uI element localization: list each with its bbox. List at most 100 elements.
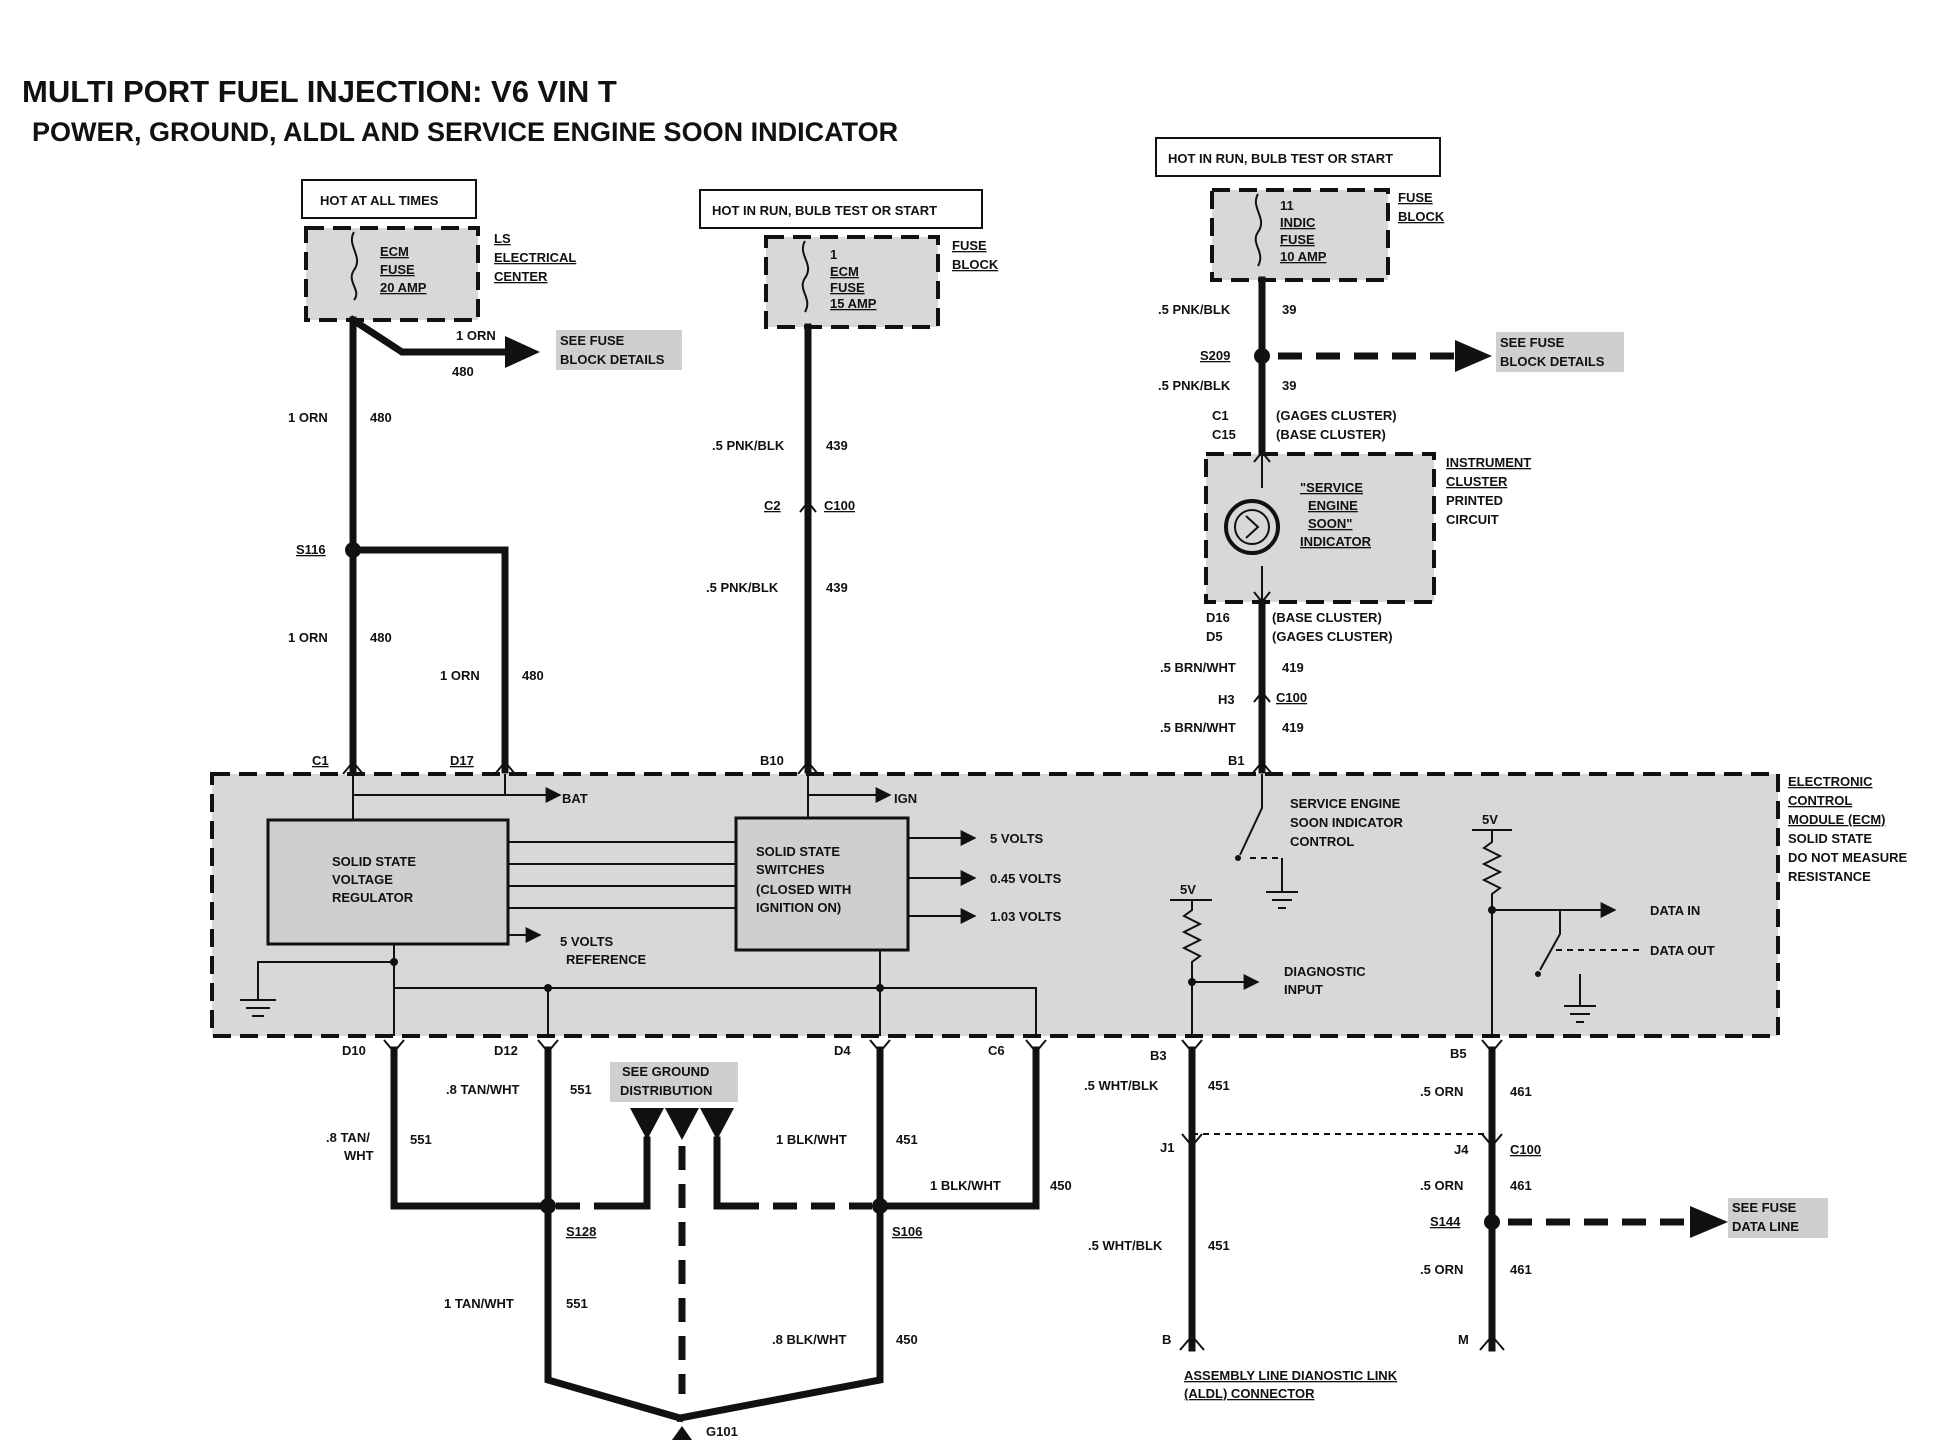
svg-text:H3: H3	[1218, 692, 1235, 707]
svg-text:G101: G101	[706, 1424, 738, 1439]
svg-text:S116: S116	[296, 542, 326, 557]
svg-text:551: 551	[566, 1296, 588, 1311]
svg-text:480: 480	[370, 630, 392, 645]
label-hot-all-times: HOT AT ALL TIMES	[320, 193, 439, 208]
svg-text:419: 419	[1282, 720, 1304, 735]
svg-text:.8 TAN/: .8 TAN/	[326, 1130, 370, 1145]
svg-text:REFERENCE: REFERENCE	[566, 952, 647, 967]
diagram-subtitle: POWER, GROUND, ALDL AND SERVICE ENGINE S…	[32, 117, 898, 147]
voltage-regulator	[266, 818, 510, 946]
svg-text:SOLID STATE: SOLID STATE	[756, 844, 840, 859]
svg-text:SWITCHES: SWITCHES	[756, 862, 825, 877]
aldl-connector-label: ASSEMBLY LINE DIANOSTIC LINK	[1184, 1368, 1398, 1383]
svg-text:461: 461	[1510, 1178, 1532, 1193]
svg-text:S209: S209	[1200, 348, 1230, 363]
svg-text:.8 BLK/WHT: .8 BLK/WHT	[772, 1332, 846, 1347]
svg-text:REGULATOR: REGULATOR	[332, 890, 414, 905]
svg-text:J4: J4	[1454, 1142, 1469, 1157]
svg-text:461: 461	[1510, 1084, 1532, 1099]
svg-text:15 AMP: 15 AMP	[830, 296, 877, 311]
svg-text:.5 PNK/BLK: .5 PNK/BLK	[1158, 302, 1231, 317]
svg-text:DATA LINE: DATA LINE	[1732, 1219, 1799, 1234]
svg-text:S128: S128	[566, 1224, 596, 1239]
svg-text:CONTROL: CONTROL	[1788, 793, 1852, 808]
svg-text:.5 BRN/WHT: .5 BRN/WHT	[1160, 660, 1236, 675]
svg-text:419: 419	[1282, 660, 1304, 675]
svg-text:(GAGES CLUSTER): (GAGES CLUSTER)	[1276, 408, 1397, 423]
svg-text:CLUSTER: CLUSTER	[1446, 474, 1508, 489]
svg-text:SOON": SOON"	[1308, 516, 1352, 531]
svg-text:D16: D16	[1206, 610, 1230, 625]
svg-text:480: 480	[370, 410, 392, 425]
svg-text:B5: B5	[1450, 1046, 1467, 1061]
svg-text:B1: B1	[1228, 753, 1245, 768]
svg-text:D5: D5	[1206, 629, 1223, 644]
svg-text:ECM: ECM	[830, 264, 859, 279]
svg-text:.5 ORN: .5 ORN	[1420, 1262, 1463, 1277]
svg-text:10 AMP: 10 AMP	[1280, 249, 1327, 264]
svg-text:ECM: ECM	[380, 244, 409, 259]
svg-text:C2: C2	[764, 498, 781, 513]
svg-text:1 ORN: 1 ORN	[440, 668, 480, 683]
svg-text:450: 450	[896, 1332, 918, 1347]
svg-text:SOON INDICATOR: SOON INDICATOR	[1290, 815, 1404, 830]
svg-text:DATA OUT: DATA OUT	[1650, 943, 1715, 958]
svg-text:BLOCK: BLOCK	[952, 257, 999, 272]
splice-s128	[540, 1198, 556, 1214]
svg-text:5V: 5V	[1482, 812, 1498, 827]
svg-text:39: 39	[1282, 378, 1296, 393]
ecm-fuse-15amp: 1 ECM FUSE 15 AMP	[764, 235, 940, 329]
svg-text:BLOCK DETAILS: BLOCK DETAILS	[560, 352, 665, 367]
svg-text:ENGINE: ENGINE	[1308, 498, 1358, 513]
svg-text:D17: D17	[450, 753, 474, 768]
svg-text:480: 480	[522, 668, 544, 683]
svg-text:0.45 VOLTS: 0.45 VOLTS	[990, 871, 1062, 886]
svg-text:11: 11	[1280, 198, 1294, 213]
svg-text:BAT: BAT	[562, 791, 588, 806]
svg-text:C100: C100	[1510, 1142, 1541, 1157]
svg-text:5 VOLTS: 5 VOLTS	[990, 831, 1044, 846]
svg-text:(BASE CLUSTER): (BASE CLUSTER)	[1272, 610, 1382, 625]
svg-text:D12: D12	[494, 1043, 518, 1058]
svg-text:DIAGNOSTIC: DIAGNOSTIC	[1284, 964, 1366, 979]
ses-indicator-label: "SERVICE	[1300, 480, 1363, 495]
svg-text:D10: D10	[342, 1043, 366, 1058]
svg-text:IGNITION ON): IGNITION ON)	[756, 900, 841, 915]
svg-text:(BASE CLUSTER): (BASE CLUSTER)	[1276, 427, 1386, 442]
svg-text:451: 451	[1208, 1078, 1230, 1093]
svg-text:S144: S144	[1430, 1214, 1461, 1229]
svg-text:.5 PNK/BLK: .5 PNK/BLK	[1158, 378, 1231, 393]
svg-text:M: M	[1458, 1332, 1469, 1347]
svg-text:B: B	[1162, 1332, 1171, 1347]
svg-text:.5 WHT/BLK: .5 WHT/BLK	[1088, 1238, 1163, 1253]
svg-text:C100: C100	[1276, 690, 1307, 705]
svg-text:BLOCK DETAILS: BLOCK DETAILS	[1500, 354, 1605, 369]
svg-text:1 BLK/WHT: 1 BLK/WHT	[930, 1178, 1001, 1193]
svg-text:.8 TAN/WHT: .8 TAN/WHT	[446, 1082, 519, 1097]
loc-fuse-block-2: FUSE	[1398, 190, 1433, 205]
svg-text:RESISTANCE: RESISTANCE	[1788, 869, 1871, 884]
svg-text:CIRCUIT: CIRCUIT	[1446, 512, 1499, 527]
svg-text:20 AMP: 20 AMP	[380, 280, 427, 295]
svg-text:5 VOLTS: 5 VOLTS	[560, 934, 614, 949]
svg-text:SERVICE ENGINE: SERVICE ENGINE	[1290, 796, 1401, 811]
see-fuse-block-1: SEE FUSE BLOCK DETAILS	[556, 330, 682, 370]
svg-text:.5 WHT/BLK: .5 WHT/BLK	[1084, 1078, 1159, 1093]
svg-text:BLOCK: BLOCK	[1398, 209, 1445, 224]
svg-text:SOLID STATE: SOLID STATE	[1788, 831, 1872, 846]
svg-text:WHT: WHT	[344, 1148, 374, 1163]
indic-fuse-10amp: 11 INDIC FUSE 10 AMP	[1210, 188, 1390, 282]
svg-text:.5 BRN/WHT: .5 BRN/WHT	[1160, 720, 1236, 735]
splice-s209	[1254, 348, 1270, 364]
label-hot-run-2: HOT IN RUN, BULB TEST OR START	[1168, 151, 1393, 166]
svg-text:450: 450	[1050, 1178, 1072, 1193]
instrument-cluster-box: "SERVICE ENGINE SOON" INDICATOR	[1204, 450, 1436, 604]
svg-text:DATA IN: DATA IN	[1650, 903, 1700, 918]
see-ground-distribution: SEE GROUND DISTRIBUTION	[610, 1062, 738, 1102]
ecm-fuse-20amp: ECM FUSE 20 AMP	[304, 226, 480, 322]
svg-text:(CLOSED WITH: (CLOSED WITH	[756, 882, 851, 897]
svg-text:FUSE: FUSE	[380, 262, 415, 277]
svg-text:.5 ORN: .5 ORN	[1420, 1178, 1463, 1193]
svg-text:1 TAN/WHT: 1 TAN/WHT	[444, 1296, 514, 1311]
